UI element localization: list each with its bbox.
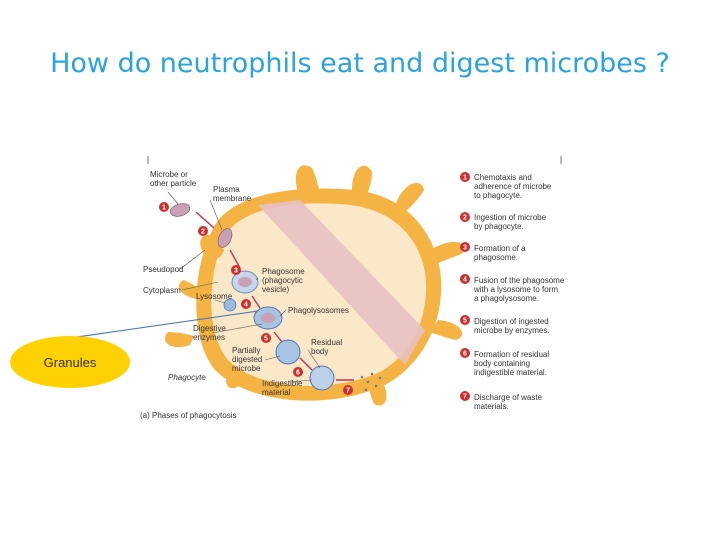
svg-text:7: 7 xyxy=(463,394,467,401)
pink-band xyxy=(258,200,425,365)
label-partial-3: microbe xyxy=(232,364,261,373)
svg-text:1: 1 xyxy=(463,175,467,182)
label-digestive-1: Digestive xyxy=(193,324,226,333)
label-microbe-1: Microbe or xyxy=(150,170,188,179)
svg-text:5: 5 xyxy=(264,336,268,343)
partially-digested-microbe xyxy=(275,339,301,365)
label-phagosome-3: vesicle) xyxy=(262,285,289,294)
step-1: 1 Chemotaxis and adherence of microbe to… xyxy=(460,172,552,200)
svg-text:4: 4 xyxy=(463,277,467,284)
step-7: 7 Discharge of waste materials. xyxy=(460,391,543,411)
step-2: 2 Ingestion of microbe by phagocyte. xyxy=(460,212,547,231)
step-3: 3 Formation of a phagosome. xyxy=(460,242,526,262)
granules-label: Granules xyxy=(44,355,97,370)
label-residual-2: body xyxy=(311,347,328,356)
svg-text:microbe by enzymes.: microbe by enzymes. xyxy=(474,326,550,335)
microbe-step1 xyxy=(169,203,191,217)
step-5: 5 Digestion of ingested microbe by enzym… xyxy=(460,315,550,335)
waste-materials xyxy=(360,372,382,392)
leader-lines xyxy=(167,191,321,383)
label-lysosome: Lysosome xyxy=(196,292,233,301)
svg-text:Formation of residual: Formation of residual xyxy=(474,350,549,359)
label-phagosome-1: Phagosome xyxy=(262,267,305,276)
svg-text:3: 3 xyxy=(463,245,467,252)
svg-text:5: 5 xyxy=(463,318,467,325)
cell-marker-1: 1 xyxy=(159,202,169,212)
phagolysosome-microbe xyxy=(261,313,275,323)
cell-marker-6: 6 xyxy=(293,367,303,377)
svg-text:with a lysosome to form: with a lysosome to form xyxy=(473,285,558,294)
label-pseudopod: Pseudopod xyxy=(143,265,183,274)
cell-marker-4: 4 xyxy=(241,299,251,309)
engulfing-pseudopod xyxy=(200,234,224,259)
label-plasma-1: Plasma xyxy=(213,185,240,194)
svg-text:by phagocyte.: by phagocyte. xyxy=(474,222,524,231)
microbe-step2 xyxy=(217,228,233,248)
label-partial-1: Partially xyxy=(232,346,260,355)
label-residual-1: Residual xyxy=(311,338,342,347)
label-phagocyte: Phagocyte xyxy=(168,373,206,382)
lysosome xyxy=(223,298,237,312)
cell-marker-3: 3 xyxy=(231,265,241,275)
svg-text:adherence of microbe: adherence of microbe xyxy=(474,182,552,191)
svg-text:6: 6 xyxy=(463,351,467,358)
svg-text:indigestible material.: indigestible material. xyxy=(474,368,547,377)
svg-text:Digestion of ingested: Digestion of ingested xyxy=(474,317,549,326)
svg-text:2: 2 xyxy=(201,229,205,236)
svg-text:1: 1 xyxy=(162,205,166,212)
label-indigestible-1: Indigestible xyxy=(262,379,303,388)
svg-text:6: 6 xyxy=(296,370,300,377)
label-indigestible-2: material xyxy=(262,388,291,397)
svg-text:Discharge of waste: Discharge of waste xyxy=(474,393,543,402)
label-phagolysosomes: Phagolysosomes xyxy=(288,306,349,315)
granules-callout xyxy=(10,336,130,388)
cell-step-markers: 1 2 3 4 5 6 7 xyxy=(159,202,353,395)
svg-text:Chemotaxis and: Chemotaxis and xyxy=(474,173,532,182)
page-title: How do neutrophils eat and digest microb… xyxy=(50,48,670,79)
step-4: 4 Fusion of the phagosome with a lysosom… xyxy=(460,274,565,303)
cell-marker-7: 7 xyxy=(343,385,353,395)
residual-body xyxy=(309,365,335,391)
svg-text:4: 4 xyxy=(244,302,248,309)
figure-caption: (a) Phases of phagocytosis xyxy=(140,411,237,420)
svg-text:to phagocyte.: to phagocyte. xyxy=(474,191,522,200)
svg-text:Fusion of the phagosome: Fusion of the phagosome xyxy=(474,276,565,285)
label-phagosome-2: (phagocytic xyxy=(262,276,303,285)
svg-text:body containing: body containing xyxy=(474,359,530,368)
svg-text:materials.: materials. xyxy=(474,402,509,411)
svg-text:a phagolysosome.: a phagolysosome. xyxy=(474,294,539,303)
svg-text:Ingestion of microbe: Ingestion of microbe xyxy=(474,213,547,222)
flow-arrows xyxy=(195,211,354,381)
cell-marker-2: 2 xyxy=(198,226,208,236)
label-digestive-2: enzymes xyxy=(193,333,225,342)
phagosome-microbe xyxy=(238,277,252,287)
step-legend: 1 Chemotaxis and adherence of microbe to… xyxy=(460,172,565,411)
label-partial-2: digested xyxy=(232,355,262,364)
cell-marker-5: 5 xyxy=(261,333,271,343)
svg-text:Formation of a: Formation of a xyxy=(474,244,526,253)
svg-text:phagosome.: phagosome. xyxy=(474,253,518,262)
svg-text:3: 3 xyxy=(234,268,238,275)
svg-text:7: 7 xyxy=(346,388,350,395)
label-microbe-2: other particle xyxy=(150,179,197,188)
step-6: 6 Formation of residual body containing … xyxy=(460,348,549,377)
label-cytoplasm: Cytoplasm xyxy=(143,286,181,295)
svg-text:2: 2 xyxy=(463,215,467,222)
label-plasma-2: membrane xyxy=(213,194,252,203)
granules-pointer-line xyxy=(69,310,259,339)
